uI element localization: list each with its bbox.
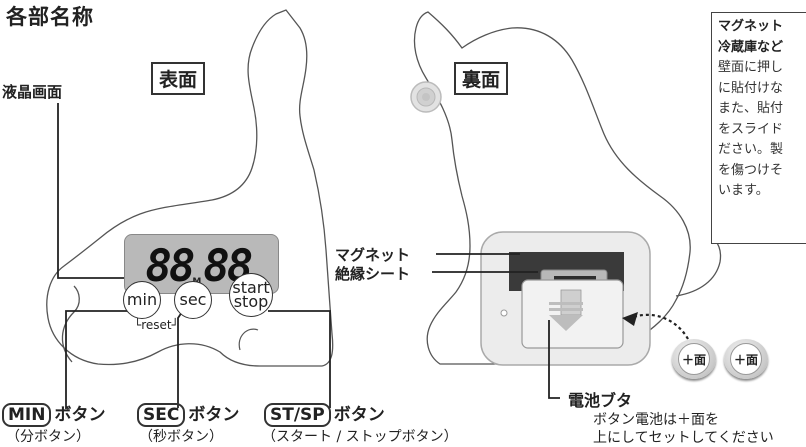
note-title-1: マグネット	[718, 19, 784, 34]
min-boxed-text: MIN	[2, 403, 52, 427]
note-line: を傷つけそ	[718, 162, 784, 178]
start-label: start	[232, 278, 270, 297]
stsp-boxed-text: ST/SP	[264, 403, 331, 427]
stsp-leader	[268, 310, 331, 408]
coin-2-text: ＋面	[730, 343, 762, 375]
note-line: をスライド	[718, 121, 784, 137]
lcd-leader	[57, 103, 130, 279]
note-line: います。	[718, 183, 769, 198]
start-stop-button[interactable]: start stop	[229, 273, 273, 317]
sec-button[interactable]: sec	[174, 281, 212, 319]
stop-label: stop	[233, 292, 269, 311]
sec-boxed-text: SEC	[137, 403, 186, 427]
sec-sub-label: （秒ボタン）	[139, 429, 223, 445]
front-cat-leg	[238, 328, 259, 351]
lcd-label: 液晶画面	[2, 83, 63, 101]
insulation-label: 絶縁シート	[335, 265, 411, 283]
sec-suffix: ボタン	[188, 405, 240, 425]
stsp-suffix: ボタン	[333, 405, 385, 425]
down-arrow	[549, 302, 583, 331]
note-title-2: 冷蔵庫など	[718, 39, 784, 55]
min-suffix: ボタン	[54, 405, 106, 425]
insert-arrow	[625, 313, 689, 340]
note-line: に貼付けな	[718, 80, 784, 96]
magnet-label: マグネット	[335, 246, 411, 264]
min-leader	[65, 310, 128, 409]
back-label: 裏面	[454, 62, 509, 95]
page-title: 各部名称	[6, 5, 94, 29]
battery-note-2: 上にしてセットしてください	[593, 430, 774, 446]
note-line: ださい。製	[718, 142, 784, 157]
min-button[interactable]: min	[123, 281, 161, 319]
note-line: また、貼付	[718, 101, 784, 116]
magnet-note-box: マグネット 冷蔵庫など 壁面に押し に貼付けな また、貼付 をスライド ださい。…	[711, 12, 806, 244]
front-cat-tail	[61, 285, 80, 363]
front-label: 表面	[151, 62, 206, 95]
battery-cover-label: 電池ブタ	[568, 391, 633, 410]
battery-note-1: ボタン電池は＋面を	[593, 412, 719, 428]
coin-1-text: ＋面	[678, 343, 710, 375]
battery-coin-2: ＋面	[724, 339, 768, 379]
battery-leader	[548, 320, 560, 399]
battery-coin-1: ＋面	[672, 339, 716, 379]
stsp-sub-label: （スタート / ストップボタン）	[262, 429, 458, 445]
reset-label: └reset┘	[134, 318, 179, 332]
min-sub-label: （分ボタン）	[6, 429, 90, 445]
note-line: 壁面に押し	[718, 60, 784, 75]
